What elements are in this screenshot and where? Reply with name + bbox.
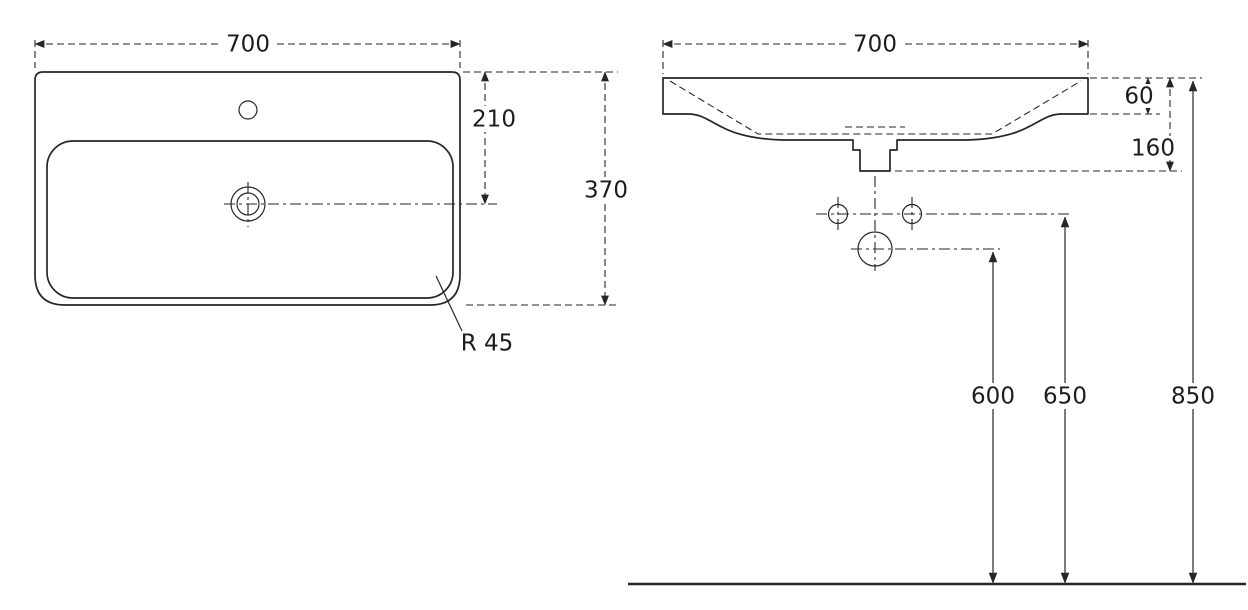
dim-text-holes-height: 650 xyxy=(1043,384,1087,410)
dim-text-total-depth: 160 xyxy=(1131,136,1175,162)
dim-label-depth: 370 xyxy=(577,177,635,204)
label-mask xyxy=(466,106,522,132)
hidden-bowl-contour xyxy=(669,80,1082,135)
label-mask xyxy=(577,177,635,203)
front-view: 700 60 160 xyxy=(628,31,1246,586)
radius-leader-line xyxy=(435,275,463,332)
label-mask xyxy=(1165,383,1221,409)
dim-label-front-width: 700 xyxy=(847,31,903,58)
dim-label-top-width: 700 xyxy=(220,31,276,58)
dim-text-drain-height: 600 xyxy=(971,384,1015,410)
basin-inner-bowl-outline xyxy=(46,140,454,299)
dim-text-corner-radius: R 45 xyxy=(461,331,514,357)
basin-outer-outline xyxy=(34,71,461,306)
dim-label-drain-offset: 210 xyxy=(466,106,522,133)
faucet-hole xyxy=(238,100,258,120)
dim-text-drain-offset: 210 xyxy=(472,107,516,133)
dim-text-rim-height: 60 xyxy=(1124,84,1153,110)
label-mask xyxy=(1116,84,1162,108)
dim-text-overall-height: 850 xyxy=(1171,384,1215,410)
dim-text-depth: 370 xyxy=(584,178,628,204)
label-mask xyxy=(847,31,903,57)
label-mask xyxy=(965,383,1021,409)
basin-front-profile xyxy=(662,77,1089,172)
dim-label-drain-height: 600 xyxy=(965,383,1021,410)
label-mask xyxy=(1037,383,1093,409)
dim-label-rim-height: 60 xyxy=(1116,84,1162,110)
dim-text-front-width: 700 xyxy=(853,32,897,58)
label-mask xyxy=(1126,136,1180,160)
label-mask xyxy=(220,31,276,57)
dim-text-top-width: 700 xyxy=(226,32,270,58)
dim-label-holes-height: 650 xyxy=(1037,383,1093,410)
dim-label-overall-height: 850 xyxy=(1165,383,1221,410)
dim-label-total-depth: 160 xyxy=(1126,136,1180,162)
top-view: 700 210 370 R 45 xyxy=(34,31,635,357)
